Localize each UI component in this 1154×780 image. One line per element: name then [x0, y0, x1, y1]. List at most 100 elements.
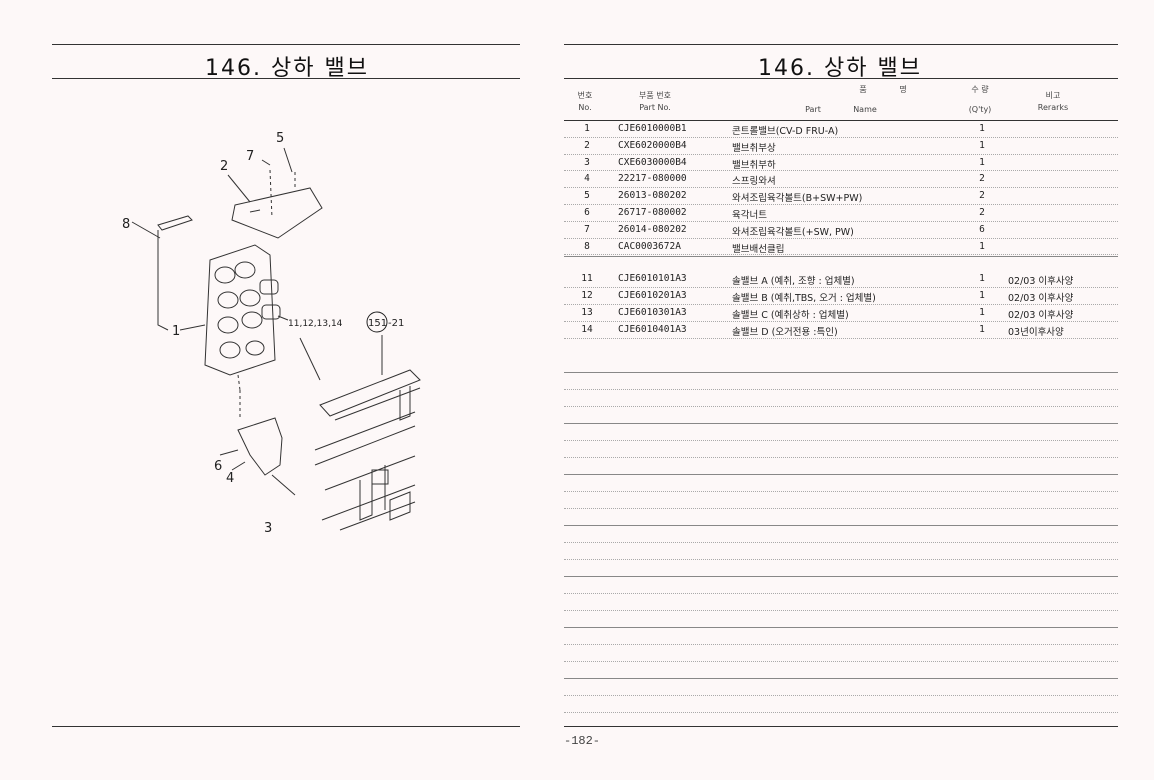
row-part-number: CXE6030000B4 — [618, 156, 687, 168]
row-part-name: 솔밸브 B (예취,TBS, 오거 : 업체별) — [732, 293, 876, 305]
row-divider — [564, 153, 1118, 155]
row-remark: 02/03 이후사양 — [1008, 310, 1074, 321]
row-remark: 02/03 이후사양 — [1008, 293, 1074, 305]
row-part-number: CJE6010401A3 — [618, 323, 687, 335]
right-title-rule-bottom — [564, 78, 1118, 79]
row-divider — [564, 136, 1118, 138]
empty-row-line — [564, 423, 1118, 424]
header-no-en: No. — [578, 103, 592, 112]
row-divider — [564, 220, 1118, 222]
row-part-name: 와셔조립육각볼트(+SW, PW) — [732, 226, 854, 238]
row-part-name: 스프링와셔 — [732, 176, 776, 188]
callout-5: 5 — [276, 131, 284, 146]
row-qty: 2 — [979, 207, 985, 218]
callout-ref-21: -21 — [388, 318, 404, 329]
row-divider — [564, 337, 1118, 339]
row-qty: 2 — [979, 173, 985, 185]
row-part-name: 와셔조립육각볼트(B+SW+PW) — [732, 193, 863, 205]
row-divider — [564, 320, 1118, 322]
callout-1: 1 — [172, 324, 180, 339]
empty-row-line — [564, 406, 1118, 407]
row-part-number: CJE6010101A3 — [618, 273, 687, 285]
row-no: 7 — [584, 223, 590, 235]
page-number: -182- — [564, 734, 601, 748]
upper-bracket-shape — [231, 187, 323, 239]
row-no: 2 — [584, 139, 590, 151]
row-no: 12 — [581, 290, 593, 302]
row-part-name: 밸브취부상 — [732, 142, 776, 154]
row-part-number: CAC0003672A — [618, 240, 681, 252]
row-qty: 1 — [979, 240, 985, 252]
row-no: 11 — [581, 273, 593, 285]
row-no: 3 — [584, 156, 590, 168]
header-part-no-en: Part No. — [639, 103, 671, 112]
empty-row-line — [564, 593, 1118, 594]
row-divider — [564, 254, 1118, 256]
empty-row-line — [564, 457, 1118, 458]
empty-row-line — [564, 576, 1118, 577]
row-qty: 6 — [979, 223, 985, 235]
group-separator — [564, 256, 1118, 257]
empty-row-line — [564, 491, 1118, 492]
empty-row-line — [564, 678, 1118, 679]
row-qty: 1 — [979, 323, 985, 335]
lower-bracket-shape — [237, 417, 283, 476]
callout-3: 3 — [264, 521, 272, 536]
header-rule — [564, 120, 1118, 121]
header-remarks-kr: 비고 — [1045, 91, 1061, 100]
header-qty-en: (Q'ty) — [968, 105, 992, 114]
row-part-name: 밸브배선클립 — [732, 243, 785, 255]
row-divider — [564, 170, 1118, 172]
left-title-rule-bottom — [52, 78, 520, 79]
empty-row-line — [564, 610, 1118, 611]
callout-2: 2 — [220, 159, 228, 174]
row-qty: 1 — [979, 290, 985, 302]
row-part-number: CJE6010201A3 — [618, 290, 687, 302]
row-remark: 03년이후사양 — [1008, 326, 1064, 338]
row-divider — [564, 187, 1118, 189]
header-remarks-en: Rerarks — [1037, 103, 1069, 112]
empty-row-line — [564, 661, 1118, 662]
empty-row-line — [564, 712, 1118, 713]
empty-row-line — [564, 644, 1118, 645]
row-part-number: CXE6020000B4 — [618, 139, 687, 151]
row-divider — [564, 287, 1118, 289]
row-part-name: 솔밸브 C (예취상하 : 업체별) — [732, 310, 849, 321]
header-remarks: 비고 Rerarks — [1028, 90, 1078, 114]
row-part-name: 솔밸브 D (오거전용 :특인) — [732, 326, 838, 338]
row-part-name: 콘트롤밸브(CV-D FRU-A) — [732, 126, 839, 137]
row-qty: 1 — [979, 156, 985, 168]
callout-7: 7 — [246, 149, 254, 164]
row-remark: 02/03 이후사양 — [1008, 276, 1074, 288]
header-qty: 수 량 (Q'ty) — [960, 84, 1000, 116]
row-no: 14 — [581, 323, 593, 335]
row-part-number: CJE6010000B1 — [618, 123, 687, 134]
callout-8: 8 — [122, 217, 130, 232]
parts-exploded-diagram: 5 7 2 8 1 11,12,13,14 151 -21 6 4 3 — [122, 131, 421, 536]
empty-row-line — [564, 627, 1118, 628]
empty-row-line — [564, 440, 1118, 441]
header-part-no: 부품 번호 Part No. — [620, 90, 690, 114]
row-divider — [564, 237, 1118, 239]
header-part-no-kr: 부품 번호 — [639, 91, 671, 100]
empty-row-line — [564, 695, 1118, 696]
row-part-name: 육각너트 — [732, 210, 767, 221]
row-part-name: 솔밸브 A (예취, 조향 : 업체별) — [732, 276, 855, 288]
header-no-kr: 번호 — [577, 91, 593, 100]
row-divider — [564, 304, 1118, 305]
empty-row-line — [564, 474, 1118, 475]
row-part-number: 26717-080002 — [618, 207, 687, 218]
header-name-kr-1: 품 — [859, 85, 867, 94]
row-part-number: 26014-080202 — [618, 223, 687, 235]
empty-row-line — [564, 559, 1118, 560]
row-qty: 1 — [979, 139, 985, 151]
row-no: 8 — [584, 240, 590, 252]
header-name-en-2: Name — [853, 105, 877, 114]
empty-row-line — [564, 389, 1118, 390]
row-qty: 1 — [979, 123, 985, 134]
row-no: 5 — [584, 190, 590, 202]
row-no: 1 — [584, 123, 590, 134]
header-name-kr-2: 명 — [899, 85, 907, 94]
row-divider — [564, 204, 1118, 205]
row-no: 4 — [584, 173, 590, 185]
